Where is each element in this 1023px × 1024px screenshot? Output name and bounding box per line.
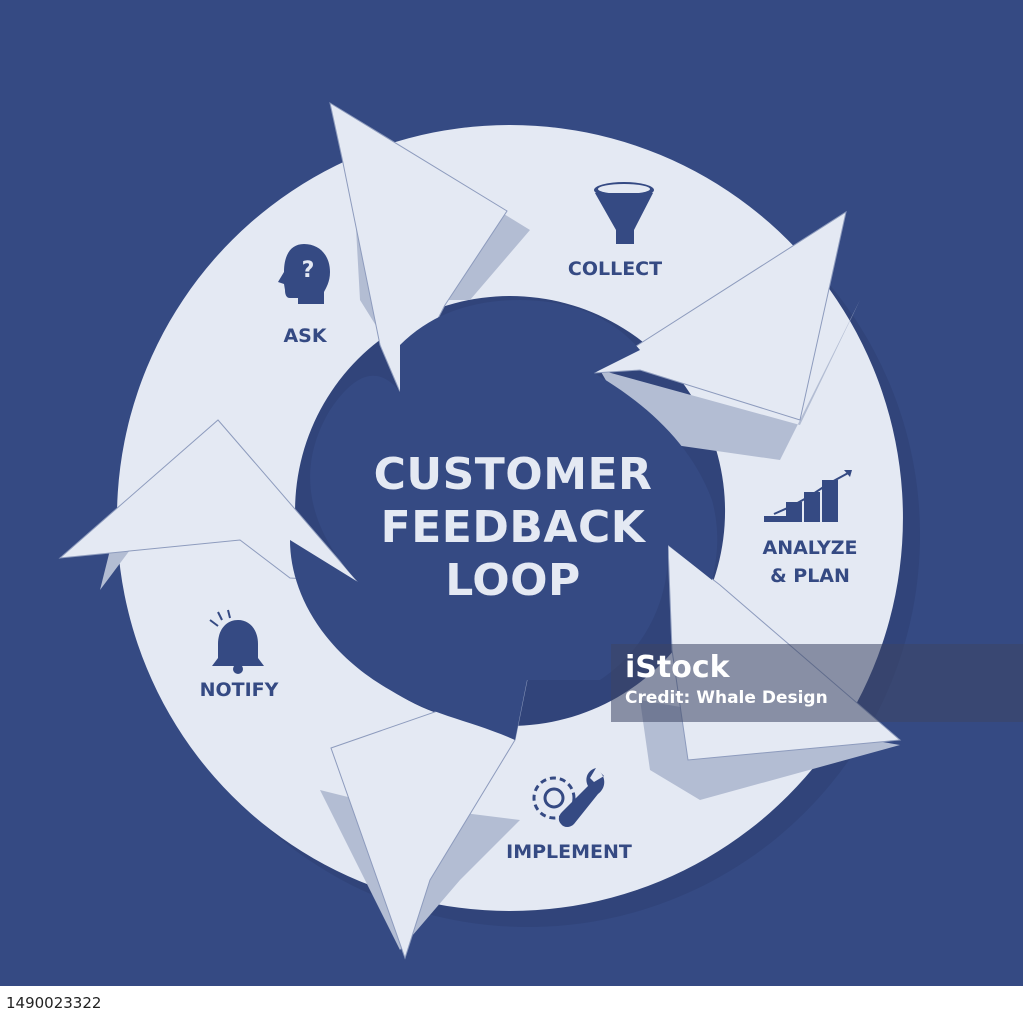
step-label-collect: COLLECT	[567, 258, 663, 280]
step-label-implement: IMPLEMENT	[506, 841, 632, 863]
diagram-title: CUSTOMER FEEDBACK LOOP	[318, 448, 708, 607]
head-question-icon: ?	[278, 244, 330, 304]
bell-icon	[209, 609, 264, 674]
image-id-text: 1490023322	[6, 994, 102, 1012]
title-line-1: CUSTOMER	[373, 449, 653, 500]
gear-wrench-icon	[532, 768, 605, 827]
title-line-2: FEEDBACK	[380, 502, 646, 553]
svg-text:?: ?	[302, 258, 315, 283]
step-label-ask: ASK	[283, 325, 327, 347]
growth-chart-icon	[764, 470, 852, 522]
step-label-analyze: ANALYZE	[762, 537, 858, 559]
footer-bar: 1490023322	[0, 986, 1023, 1024]
watermark-credit: Credit: Whale Design	[625, 688, 828, 708]
step-label-notify: NOTIFY	[199, 679, 279, 701]
funnel-icon	[594, 182, 654, 244]
step-label-plan: & PLAN	[770, 565, 850, 587]
arrow-collect	[593, 210, 847, 421]
center-hole	[290, 300, 718, 740]
watermark-logo: iStock	[625, 650, 730, 685]
watermark-banner: iStock Credit: Whale Design	[611, 644, 1023, 722]
title-line-3: LOOP	[445, 555, 581, 606]
